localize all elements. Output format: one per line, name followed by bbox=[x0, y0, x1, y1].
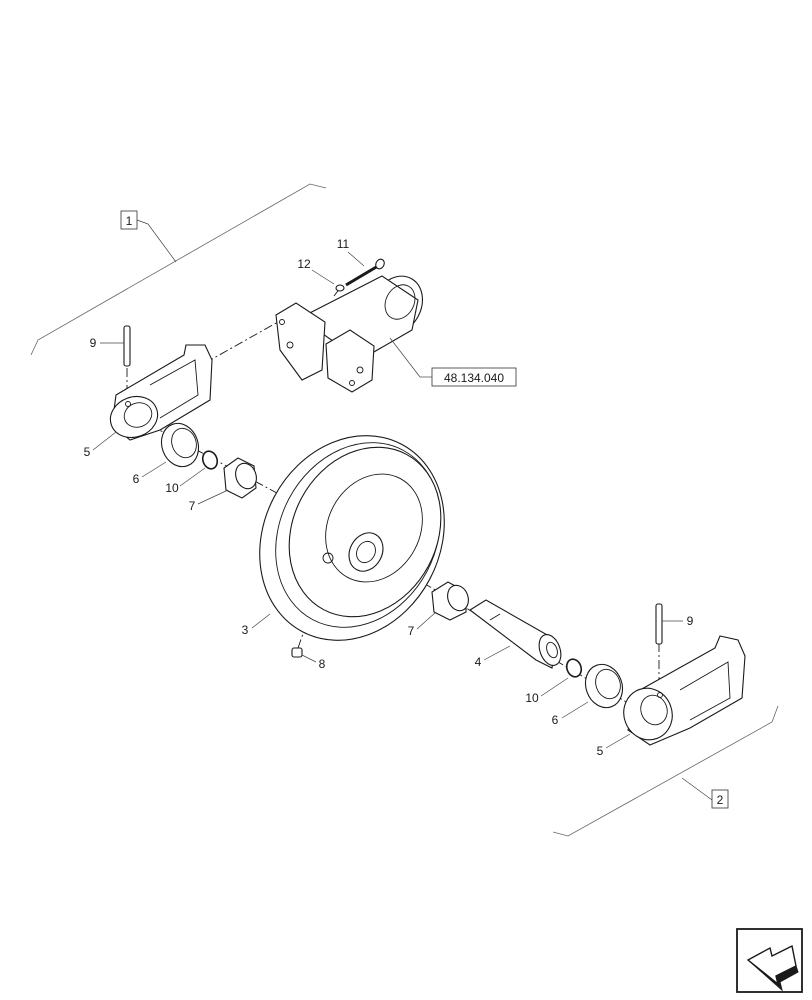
callout-5-right: 5 bbox=[597, 733, 631, 758]
callout-7-left-text: 7 bbox=[189, 499, 196, 513]
callout-12-text: 12 bbox=[297, 257, 311, 271]
tension-housing bbox=[275, 275, 423, 393]
callout-8: 8 bbox=[301, 654, 326, 671]
callout-10-left-text: 10 bbox=[165, 481, 179, 495]
callout-4: 4 bbox=[475, 645, 511, 669]
seal-right bbox=[584, 663, 624, 709]
callout-3-text: 3 bbox=[242, 623, 249, 637]
callout-8-text: 8 bbox=[319, 657, 326, 671]
callout-11: 11 bbox=[337, 237, 365, 267]
bracket-left bbox=[109, 344, 213, 441]
arrow-icon[interactable] bbox=[736, 928, 803, 993]
callout-2: 2 bbox=[711, 789, 729, 809]
bolt bbox=[345, 258, 385, 287]
callout-10-right: 10 bbox=[525, 677, 569, 705]
idler-wheel bbox=[259, 435, 445, 641]
callout-9-left-text: 9 bbox=[90, 336, 97, 350]
callout-6-right-text: 6 bbox=[552, 713, 559, 727]
callout-3: 3 bbox=[242, 613, 271, 637]
callout-6-left: 6 bbox=[133, 461, 167, 486]
callout-10-left: 10 bbox=[165, 467, 206, 495]
plug bbox=[291, 647, 303, 658]
callout-12: 12 bbox=[297, 257, 335, 285]
callout-5-left-text: 5 bbox=[84, 445, 91, 459]
callout-2-text: 2 bbox=[717, 793, 724, 807]
callout-4-text: 4 bbox=[475, 655, 482, 669]
callout-10-right-text: 10 bbox=[525, 691, 539, 705]
callout-7-right-text: 7 bbox=[408, 624, 415, 638]
callout-1: 1 bbox=[120, 210, 149, 230]
callout-1-text: 1 bbox=[126, 214, 133, 228]
callout-9-right: 9 bbox=[662, 614, 694, 628]
callout-7-right: 7 bbox=[408, 611, 437, 638]
bushing-left bbox=[223, 457, 257, 499]
reference-text: 48.134.040 bbox=[444, 371, 504, 385]
callout-5-left: 5 bbox=[84, 431, 117, 459]
pin-right bbox=[655, 603, 663, 645]
callout-9-left: 9 bbox=[90, 336, 124, 350]
oring-right bbox=[565, 658, 583, 678]
callout-9-right-text: 9 bbox=[687, 614, 694, 628]
seal-left bbox=[160, 422, 200, 468]
bracket-right bbox=[623, 635, 746, 746]
oring-left bbox=[201, 450, 219, 470]
callout-6-right: 6 bbox=[552, 701, 589, 727]
callout-11-text: 11 bbox=[337, 237, 350, 251]
callout-reference: 48.134.040 bbox=[389, 337, 517, 387]
callout-5-right-text: 5 bbox=[597, 744, 604, 758]
assembly-frame-upper bbox=[30, 183, 327, 356]
bushing-right bbox=[431, 581, 469, 621]
assembly-frame-lower bbox=[552, 705, 779, 837]
pin-left bbox=[123, 325, 131, 367]
callout-6-left-text: 6 bbox=[133, 472, 140, 486]
washer bbox=[335, 284, 345, 292]
callout-7-left: 7 bbox=[189, 489, 229, 513]
shaft bbox=[469, 599, 562, 669]
